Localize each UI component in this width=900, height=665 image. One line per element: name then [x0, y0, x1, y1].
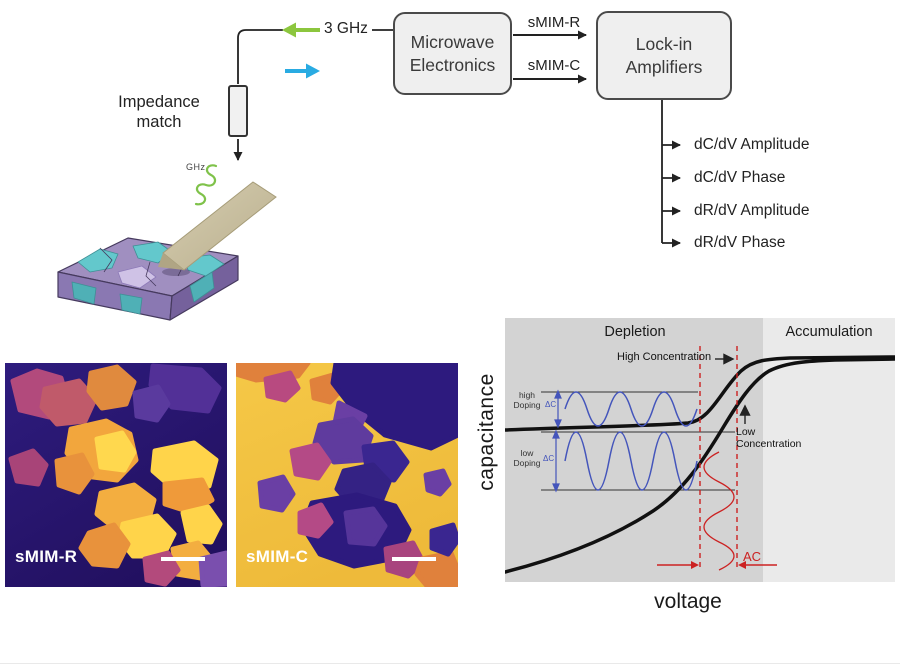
lockin-amplifiers-label: Lock-in Amplifiers — [625, 33, 703, 77]
reflected-wave-arrow — [285, 63, 320, 79]
high-concentration-label: High Concentration — [617, 351, 712, 363]
ac-voltage-markers — [657, 346, 777, 571]
smim-c-graphics — [236, 363, 458, 587]
output-dcdv-phase: dC/dV Phase — [694, 169, 786, 186]
low-doping-label: low Doping — [513, 448, 541, 469]
delta-c-arrows — [552, 389, 562, 493]
delta-c-high-label: ΔC — [545, 400, 557, 409]
output-drdv-phase: dR/dV Phase — [694, 234, 786, 251]
smim-r-graphics — [5, 363, 227, 587]
scale-bar — [161, 557, 205, 561]
ghz-coil-icon — [194, 164, 218, 206]
impedance-match-box — [228, 85, 248, 137]
output-tree — [661, 100, 681, 248]
smim-r-image: sMIM-R — [5, 363, 227, 587]
high-doping-sine — [564, 391, 698, 427]
schematic-graphics — [57, 22, 681, 321]
voltage-axis-label: voltage — [654, 590, 722, 613]
smim-c-signal-label: sMIM-C — [527, 57, 581, 74]
grain-regions — [236, 363, 458, 587]
ac-sine — [703, 451, 735, 571]
incident-wave-arrow — [282, 22, 320, 38]
high-doping-label: high Doping — [513, 390, 541, 411]
low-doping-sine — [564, 431, 698, 491]
smim-c-image-label: sMIM-C — [246, 547, 309, 566]
capacitance-axis-label: capacitance — [475, 373, 498, 491]
cv-plot-graphics — [503, 318, 897, 582]
delta-c-low-label: ΔC — [543, 454, 555, 463]
cv-plot-panel: Depletion Accumulation High Concentratio… — [475, 318, 897, 638]
microwave-electronics-box: Microwave Electronics — [393, 12, 512, 95]
feed-line-left — [237, 29, 283, 84]
output-dcdv-amplitude: dC/dV Amplitude — [694, 136, 810, 153]
depletion-region — [505, 318, 763, 582]
afm-tip — [158, 181, 277, 271]
frequency-label: 3 GHz — [324, 20, 368, 37]
scale-bar — [392, 557, 436, 561]
smim-r-image-label: sMIM-R — [15, 547, 78, 566]
sample-cartoon — [57, 237, 239, 321]
accumulation-label: Accumulation — [785, 324, 873, 340]
cv-curve-low-concentration — [503, 357, 897, 574]
depletion-label: Depletion — [604, 324, 666, 340]
low-concentration-label: Low Concentration — [736, 426, 802, 451]
ghz-tip-label: GHz — [186, 162, 206, 172]
smim-r-signal-label: sMIM-R — [527, 14, 581, 31]
cv-curve-high-concentration — [503, 355, 897, 432]
figure-bottom-rule — [0, 663, 900, 664]
output-drdv-amplitude: dR/dV Amplitude — [694, 202, 810, 219]
impedance-match-label: Impedance match — [118, 93, 200, 132]
grain-regions — [8, 363, 227, 587]
lockin-amplifiers-box: Lock-in Amplifiers — [596, 11, 732, 100]
concentration-pointer-arrows — [715, 353, 751, 424]
microwave-electronics-label: Microwave Electronics — [409, 31, 496, 75]
ac-label: AC — [743, 549, 762, 564]
smim-c-image: sMIM-C — [236, 363, 458, 587]
